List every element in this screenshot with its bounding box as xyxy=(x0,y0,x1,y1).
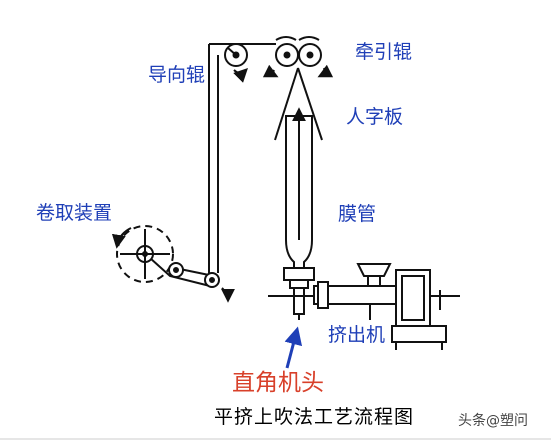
label-right-angle-head: 直角机头 xyxy=(232,370,324,396)
extruder-machine xyxy=(268,263,460,350)
diagram-caption: 平挤上吹法工艺流程图 xyxy=(214,406,415,428)
label-winding-device: 卷取装置 xyxy=(36,202,113,224)
die-head-pointer-arrow xyxy=(284,326,303,369)
film-tube xyxy=(285,107,313,269)
winding-device xyxy=(111,225,235,303)
die-head xyxy=(283,267,315,320)
label-extruder: 挤出机 xyxy=(328,324,386,346)
watermark-text: 头条@塑问 xyxy=(458,413,528,429)
label-pull-roller: 牵引辊 xyxy=(355,41,413,63)
label-film-tube: 膜管 xyxy=(338,203,377,225)
pull-roller-icon xyxy=(262,36,334,78)
film-path xyxy=(149,43,276,287)
label-guide-roller: 导向辊 xyxy=(148,64,206,86)
guide-roller-icon xyxy=(224,43,248,83)
herringbone-board xyxy=(274,67,323,141)
label-herringbone-board: 人字板 xyxy=(346,106,404,128)
